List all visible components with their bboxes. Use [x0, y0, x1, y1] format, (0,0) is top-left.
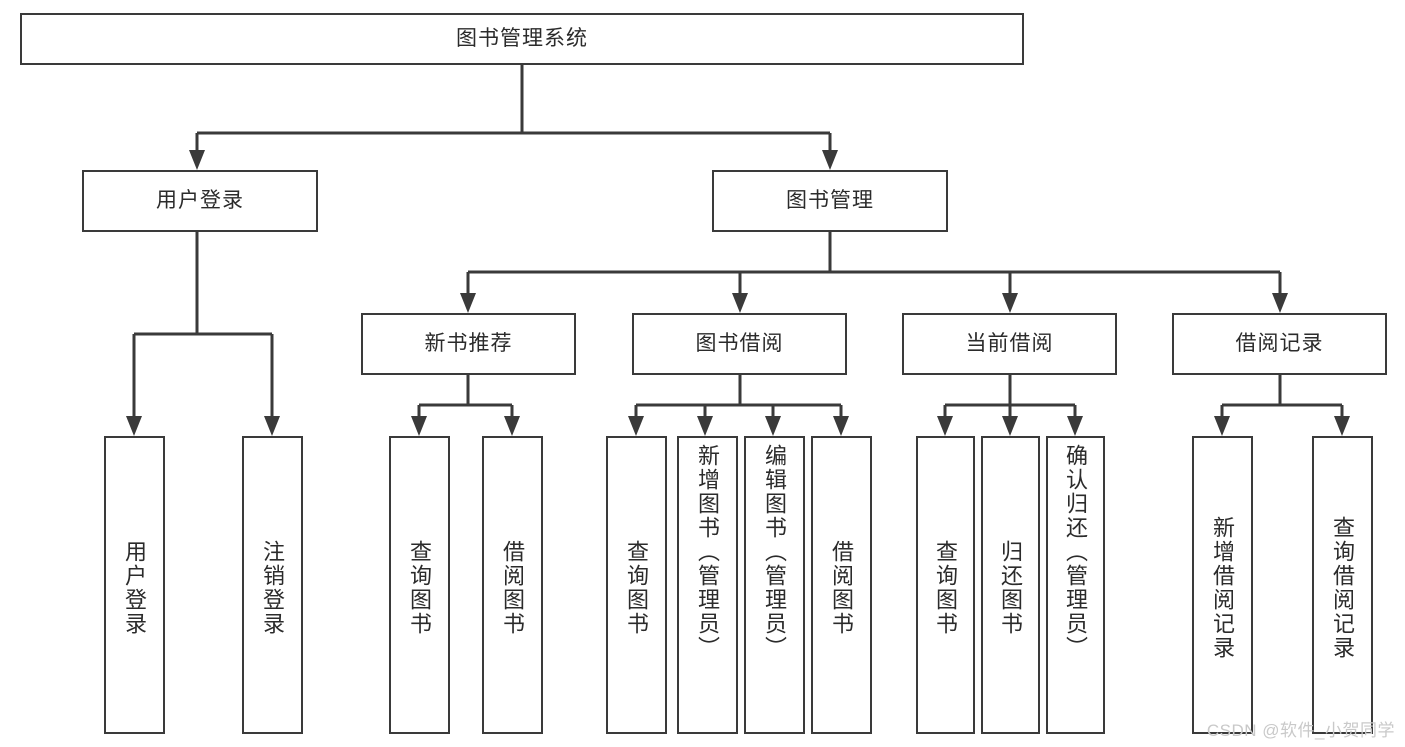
leaf-book-borrow-query-label: 查询图书 [624, 540, 650, 636]
node-book-management-label: 图书管理 [786, 188, 874, 212]
leaf-book-borrow-add-label: 新增图书（管理员） [695, 444, 721, 660]
leaf-book-borrow-borrow-label: 借阅图书 [829, 540, 855, 636]
leaf-book-borrow-add[interactable]: 新增图书（管理员） [677, 436, 738, 734]
leaf-current-borrow-confirm[interactable]: 确认归还（管理员） [1046, 436, 1105, 734]
leaf-borrow-record-add-label: 新增借阅记录 [1210, 516, 1236, 660]
node-current-borrow[interactable]: 当前借阅 [902, 313, 1117, 375]
leaf-book-borrow-query[interactable]: 查询图书 [606, 436, 667, 734]
node-book-borrow[interactable]: 图书借阅 [632, 313, 847, 375]
leaf-user-login-signout-label: 注销登录 [260, 540, 286, 636]
leaf-current-borrow-query[interactable]: 查询图书 [916, 436, 975, 734]
node-borrow-record[interactable]: 借阅记录 [1172, 313, 1387, 375]
node-current-borrow-label: 当前借阅 [965, 331, 1054, 355]
node-root[interactable]: 图书管理系统 [20, 13, 1024, 65]
node-borrow-record-label: 借阅记录 [1235, 331, 1324, 355]
leaf-borrow-record-add[interactable]: 新增借阅记录 [1192, 436, 1253, 734]
node-user-login[interactable]: 用户登录 [82, 170, 318, 232]
leaf-user-login-signout[interactable]: 注销登录 [242, 436, 303, 734]
leaf-borrow-record-query[interactable]: 查询借阅记录 [1312, 436, 1373, 734]
node-book-borrow-label: 图书借阅 [695, 331, 784, 355]
leaf-current-borrow-query-label: 查询图书 [933, 540, 959, 636]
node-book-management[interactable]: 图书管理 [712, 170, 948, 232]
node-user-login-label: 用户登录 [156, 188, 244, 212]
leaf-current-borrow-return[interactable]: 归还图书 [981, 436, 1040, 734]
leaf-new-book-borrow[interactable]: 借阅图书 [482, 436, 543, 734]
node-root-label: 图书管理系统 [456, 26, 588, 50]
leaf-user-login-signin[interactable]: 用户登录 [104, 436, 165, 734]
node-new-book-recommend-label: 新书推荐 [424, 331, 513, 355]
leaf-new-book-query-label: 查询图书 [407, 540, 433, 636]
leaf-new-book-borrow-label: 借阅图书 [500, 540, 526, 636]
leaf-book-borrow-edit-label: 编辑图书（管理员） [762, 444, 788, 660]
leaf-user-login-signin-label: 用户登录 [122, 540, 148, 636]
leaf-book-borrow-edit[interactable]: 编辑图书（管理员） [744, 436, 805, 734]
leaf-new-book-query[interactable]: 查询图书 [389, 436, 450, 734]
leaf-current-borrow-confirm-label: 确认归还（管理员） [1063, 444, 1089, 660]
leaf-book-borrow-borrow[interactable]: 借阅图书 [811, 436, 872, 734]
leaf-current-borrow-return-label: 归还图书 [998, 540, 1024, 636]
node-new-book-recommend[interactable]: 新书推荐 [361, 313, 576, 375]
leaf-borrow-record-query-label: 查询借阅记录 [1330, 516, 1356, 660]
